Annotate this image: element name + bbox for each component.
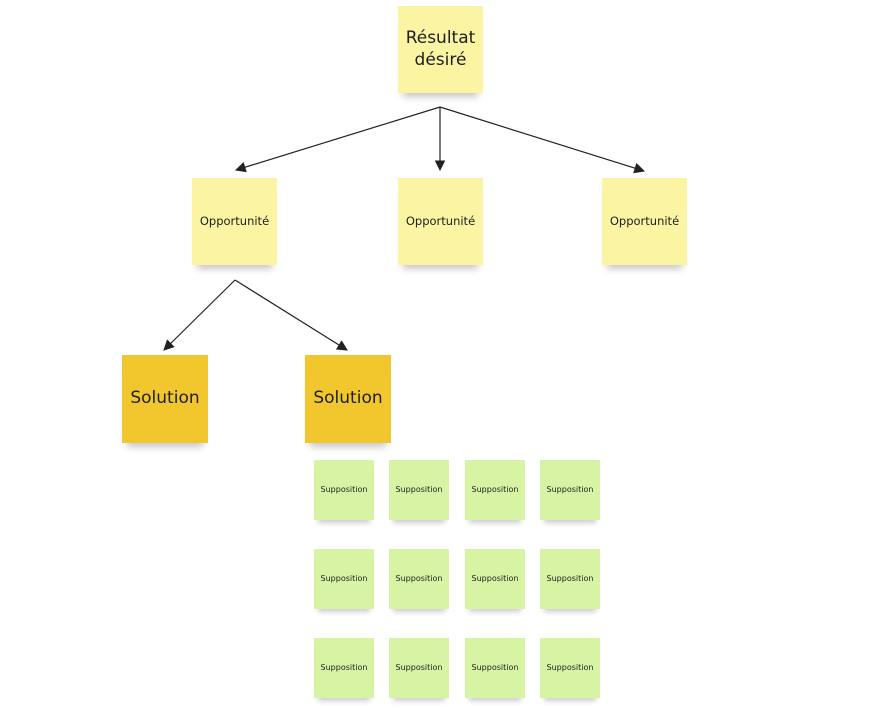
connector-opportunity-to-solution-1: [163, 279, 236, 351]
assumption-label: Supposition: [320, 485, 368, 494]
assumption-label: Supposition: [546, 574, 594, 583]
assumption-label: Supposition: [395, 574, 443, 583]
opportunity-label: Opportunité: [405, 214, 476, 229]
assumption-label: Supposition: [471, 485, 519, 494]
assumption-note-r1-c4[interactable]: Supposition: [540, 460, 600, 520]
assumption-note-r2-c2[interactable]: Supposition: [389, 549, 449, 609]
desired-outcome-line-2: désiré: [414, 49, 467, 70]
solution-label: Solution: [130, 388, 200, 409]
connector-desired-to-opportunity-1: [234, 106, 441, 173]
assumption-note-r3-c4[interactable]: Supposition: [540, 638, 600, 698]
assumption-label: Supposition: [395, 485, 443, 494]
opportunity-note-3[interactable]: Opportunité: [602, 178, 687, 265]
opportunity-label: Opportunité: [609, 214, 680, 229]
assumption-note-r1-c3[interactable]: Supposition: [465, 460, 525, 520]
desired-outcome-line-1: Résultat: [405, 28, 476, 49]
assumption-note-r3-c2[interactable]: Supposition: [389, 638, 449, 698]
opportunity-note-1[interactable]: Opportunité: [192, 178, 277, 265]
assumption-note-r3-c3[interactable]: Supposition: [465, 638, 525, 698]
assumption-note-r2-c4[interactable]: Supposition: [540, 549, 600, 609]
opportunity-label: Opportunité: [199, 214, 270, 229]
assumption-label: Supposition: [546, 485, 594, 494]
solution-note-2[interactable]: Solution: [305, 355, 391, 443]
assumption-label: Supposition: [395, 663, 443, 672]
assumption-note-r2-c1[interactable]: Supposition: [314, 549, 374, 609]
opportunity-note-2[interactable]: Opportunité: [398, 178, 483, 265]
assumption-label: Supposition: [320, 663, 368, 672]
desired-outcome-note[interactable]: Résultat désiré: [398, 6, 483, 93]
assumption-label: Supposition: [320, 574, 368, 583]
assumption-note-r3-c1[interactable]: Supposition: [314, 638, 374, 698]
connector-desired-to-opportunity-3: [439, 106, 646, 174]
assumption-label: Supposition: [471, 663, 519, 672]
solution-note-1[interactable]: Solution: [122, 355, 208, 443]
assumption-note-r2-c3[interactable]: Supposition: [465, 549, 525, 609]
solution-label: Solution: [313, 388, 383, 409]
connector-opportunity-to-solution-2: [234, 279, 348, 351]
assumption-label: Supposition: [546, 663, 594, 672]
assumption-note-r1-c2[interactable]: Supposition: [389, 460, 449, 520]
assumption-label: Supposition: [471, 574, 519, 583]
assumption-note-r1-c1[interactable]: Supposition: [314, 460, 374, 520]
